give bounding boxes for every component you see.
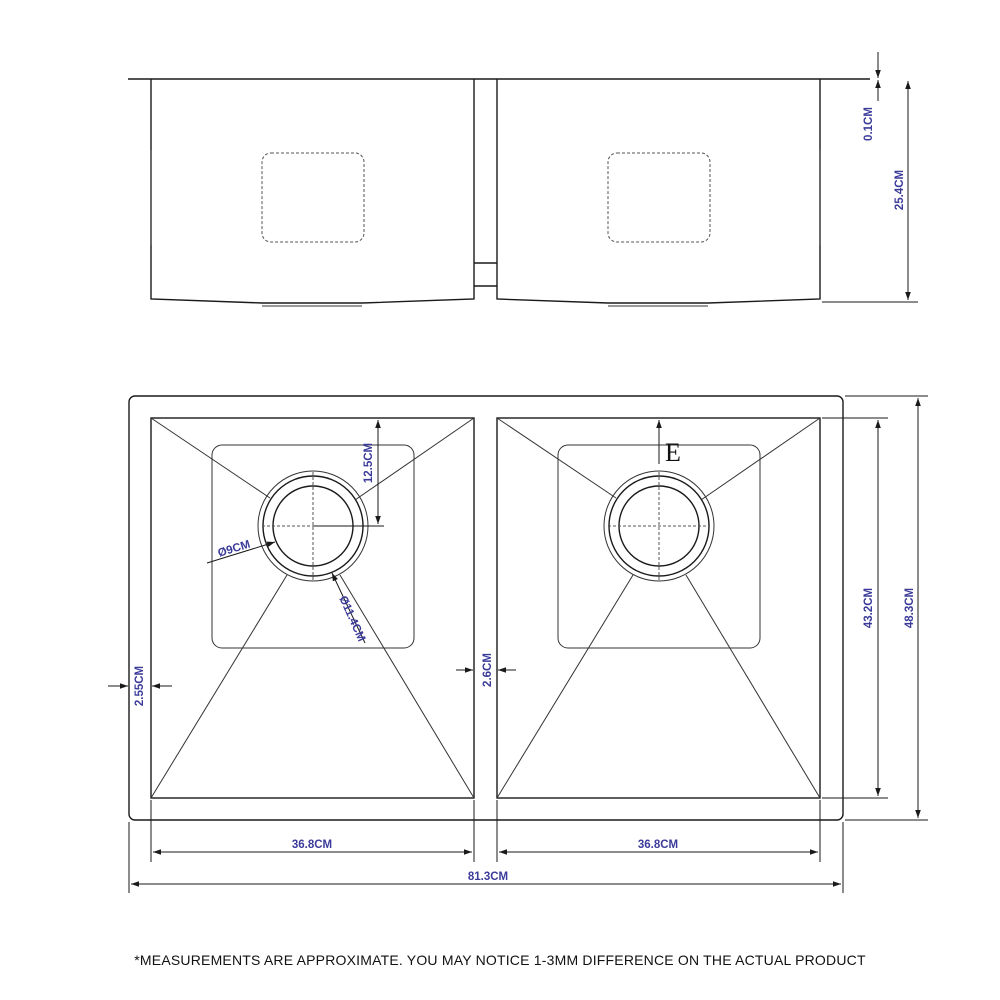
right-drain-flange-outer <box>603 470 715 582</box>
plan-view: E 12.5CM Ø9CM Ø11.4CM 2.55CM 2.6CM 43.2C… <box>108 395 928 893</box>
rim-thickness-label: 0.1CM <box>863 107 875 141</box>
right-slope-line <box>496 417 617 499</box>
sink-outer-rim <box>128 395 844 821</box>
measurement-disclaimer: *MEASUREMENTS ARE APPROXIMATE. YOU MAY N… <box>134 952 866 968</box>
left-wall-label: 2.55CM <box>134 666 146 706</box>
left-side-panel-hidden <box>261 152 365 243</box>
depth-label: 25.4CM <box>894 170 906 210</box>
left-slope-line <box>150 574 288 799</box>
right-slope-line <box>496 574 634 799</box>
right-bowl-plan: E <box>496 417 821 799</box>
drain-diameter-leader <box>206 541 276 564</box>
left-slope-line <box>339 574 475 799</box>
flange-diameter-leader <box>331 572 366 644</box>
flange-diameter-label: Ø11.4CM <box>336 594 367 643</box>
overall-width-label: 81.3CM <box>468 871 508 883</box>
drain-diameter-label: Ø9CM <box>216 539 251 560</box>
right-bowl-elevation <box>496 79 821 304</box>
right-bowl-outline <box>496 417 821 799</box>
left-bowl-elevation <box>150 79 475 304</box>
right-slope-line <box>685 574 821 799</box>
left-bowl-width-label: 36.8CM <box>292 839 332 851</box>
right-slope-line <box>700 417 821 501</box>
right-side-panel-hidden <box>607 152 711 243</box>
divider-label: 2.6CM <box>482 653 494 687</box>
left-bowl-floor <box>211 444 415 649</box>
drain-offset-label: 12.5CM <box>363 443 375 483</box>
section-marker-label: E <box>665 438 681 467</box>
front-elevation-view: 0.1CM 25.4CM <box>128 52 918 307</box>
overall-length-label: 48.3CM <box>904 588 916 628</box>
left-bowl-plan <box>150 417 475 799</box>
left-slope-line <box>150 417 271 499</box>
bowl-length-label: 43.2CM <box>863 588 875 628</box>
left-slope-line <box>354 417 475 501</box>
left-bowl-outline <box>150 417 475 799</box>
right-bowl-width-label: 36.8CM <box>638 839 678 851</box>
